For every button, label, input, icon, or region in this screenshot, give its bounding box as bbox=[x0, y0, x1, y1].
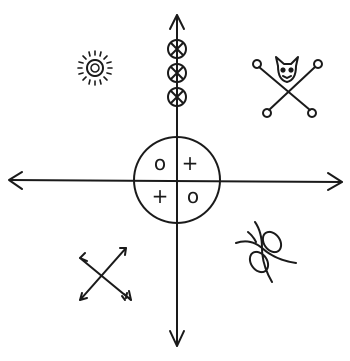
horizontal-axis bbox=[9, 172, 342, 190]
interlocked-loops-icon bbox=[236, 222, 296, 282]
quadrant-symbol-top-right: + bbox=[182, 151, 199, 175]
horned-head-crossed-staves-icon bbox=[253, 57, 322, 117]
quadrant-symbol-top-left: o bbox=[154, 151, 166, 175]
quadrant-symbol-bottom-right: o bbox=[187, 184, 199, 208]
crossed-arrows-icon bbox=[80, 248, 131, 300]
quadrant-symbol-bottom-left: + bbox=[152, 184, 169, 208]
crossed-circles-icon bbox=[168, 40, 186, 106]
sun-icon bbox=[78, 51, 112, 85]
